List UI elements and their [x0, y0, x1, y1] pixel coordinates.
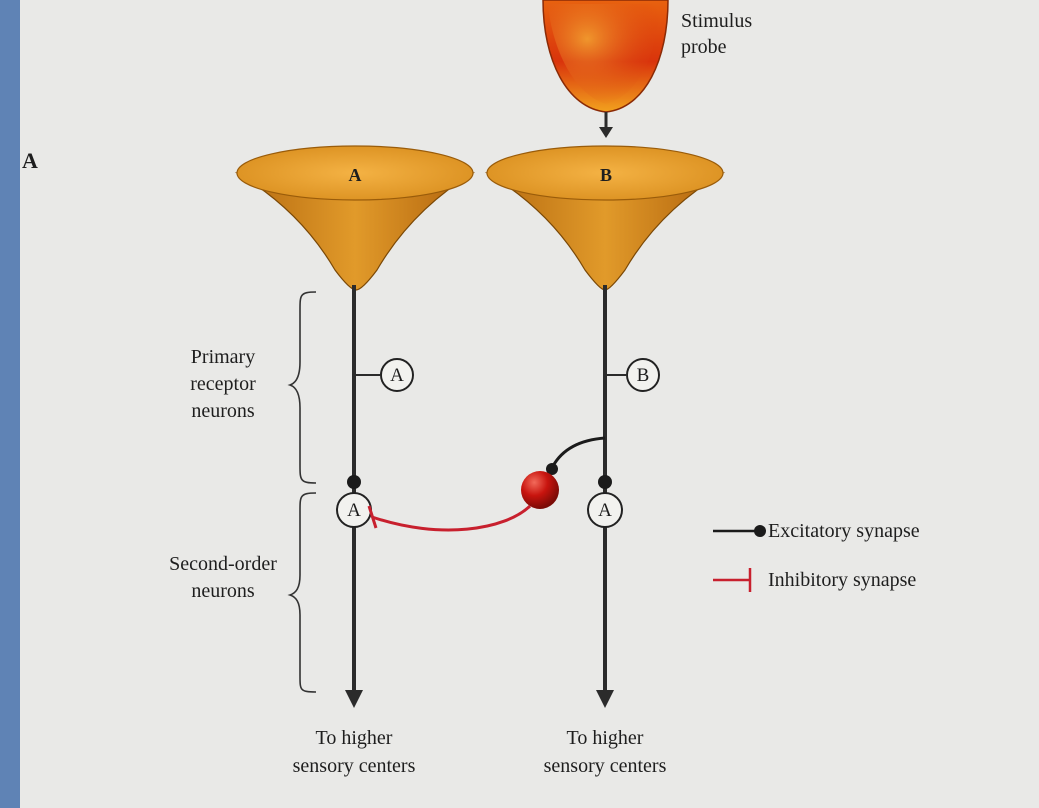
output-arrow-a — [345, 690, 363, 708]
legend-inhibitory-label: Inhibitory synapse — [768, 569, 917, 591]
primary-marker-b-label: B — [636, 365, 650, 386]
second-order-neuron-b — [587, 492, 623, 528]
output-label-a: To higher sensory centers — [292, 727, 416, 777]
legend-excitatory-symbol — [713, 525, 766, 537]
primary-marker-a-label: A — [390, 365, 404, 386]
output-arrow-b — [596, 690, 614, 708]
second-order-a-label: A — [347, 500, 361, 521]
primary-neuron-a-marker — [354, 358, 414, 392]
second-order-group-label: Second-order neurons — [169, 553, 277, 602]
primary-group-label: Primary receptor neurons — [190, 346, 256, 422]
panel-label: A — [22, 148, 38, 173]
receptor-cone-a — [234, 145, 476, 291]
excitatory-branch-b — [546, 436, 606, 475]
excitatory-synapse-dot-b — [598, 475, 612, 489]
inhibitory-interneuron — [521, 471, 559, 509]
cone-a-label: A — [348, 165, 362, 185]
stimulus-probe-label: Stimulus probe — [681, 10, 753, 58]
output-label-b: To higher sensory centers — [543, 727, 667, 777]
inhibitory-pathway — [367, 504, 532, 532]
legend-excitatory-label: Excitatory synapse — [768, 520, 920, 542]
excitatory-synapse-dot-a — [347, 475, 361, 489]
legend-inhibitory-symbol — [713, 568, 752, 592]
primary-neuron-b-marker — [605, 358, 660, 392]
receptor-cone-b — [484, 145, 726, 291]
second-order-brace — [287, 492, 317, 693]
figure-panel — [20, 0, 1039, 808]
stimulus-probe — [542, 0, 669, 113]
primary-brace — [287, 291, 317, 484]
second-order-b-label: A — [598, 500, 612, 521]
stimulus-arrow — [599, 112, 613, 138]
cone-b-label: B — [599, 165, 612, 185]
